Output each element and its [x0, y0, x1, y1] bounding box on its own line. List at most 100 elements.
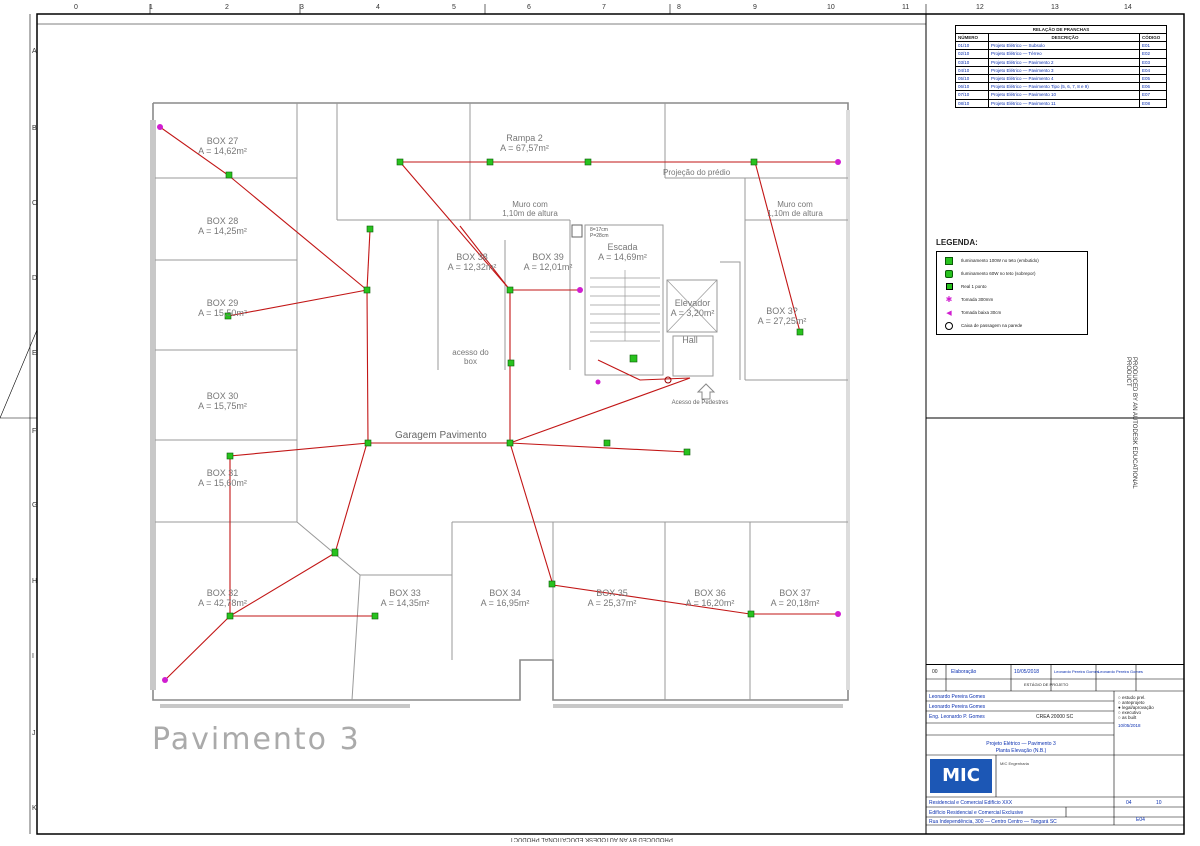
stage-option: ● legal/aprovação	[1118, 705, 1154, 710]
tb-company: MIC Engenharia	[1000, 761, 1029, 766]
wall-note-right: Muro com 1,10m de altura	[767, 200, 823, 218]
ruler-row-b: B	[32, 125, 37, 132]
ruler-col-9: 9	[753, 4, 757, 11]
company-logo: MIC	[930, 759, 992, 793]
legend-box: Iluminamento 100W no teto (embutido) Ilu…	[936, 251, 1088, 335]
educational-stamp-bottom: PRODUCED BY AN AUTODESK EDUCATIONAL PROD…	[510, 836, 673, 842]
ruler-col-6: 6	[527, 4, 531, 11]
ruler-col-3: 3	[300, 4, 304, 11]
tb-code: E04	[1136, 817, 1145, 823]
tb-client: Residencial e Comercial Edifício XXX	[929, 800, 1013, 806]
stair-riser-note: 8=17cm	[590, 227, 608, 233]
legend-item: ✱Tomada 300mm	[945, 295, 994, 304]
tb-sheet-num: 04	[1126, 800, 1132, 806]
legend-title: LEGENDA:	[936, 238, 978, 247]
tb-checked: Leonardo Pereira Gomes	[1098, 669, 1143, 674]
ruler-row-k: K	[32, 805, 37, 812]
junction-box-icon	[945, 321, 953, 330]
room-box-3x: BOX 3?A = 27,25m²	[757, 306, 807, 326]
title-block: 00 Elaboração 10/05/2018 Leonardo Pereir…	[926, 664, 1184, 835]
ruler-col-11: 11	[902, 4, 910, 11]
ruler-row-i: I	[32, 653, 34, 660]
legend-item: ◀Tomada baixa 30cm	[946, 309, 1002, 317]
ruler-row-a: A	[32, 48, 37, 55]
legend-item: Real 1 ponto	[937, 280, 1087, 293]
ruler-row-c: C	[32, 200, 38, 207]
projection-label: Projeção do prédio	[663, 168, 731, 177]
tb-stage-options: ○ estudo prel. ○ anteprojeto ● legal/apr…	[1118, 695, 1154, 728]
ruler-col-12: 12	[976, 4, 984, 11]
outlet-low-icon: ◀	[946, 309, 952, 317]
stage-option: ○ as built	[1118, 715, 1137, 720]
ruler-row-h: H	[32, 578, 38, 585]
switch-icon	[945, 283, 953, 290]
legend-item: Iluminamento 100W no teto (embutido)	[937, 254, 1087, 267]
pedestrian-access-label: Acesso de Pedestres	[671, 400, 729, 406]
tb-sheet-total: 10	[1156, 800, 1162, 806]
legend-item: Caixa de passagem na parede	[937, 319, 1087, 332]
garage-label: Garagem Pavimento	[395, 430, 487, 441]
tb-project: Leonardo Pereira Gomes	[929, 694, 986, 700]
access-box-label: acesso do box	[452, 348, 489, 366]
ruler-row-f: F	[32, 428, 37, 435]
ruler-col-1: 1	[149, 4, 153, 11]
floor-title: Pavimento 3	[152, 722, 361, 757]
tb-address: Rua Independência, 300 — Centro Centro —…	[929, 819, 1057, 825]
educational-stamp-right: PRODUCED BY AN AUTODESK EDUCATIONAL PROD…	[1125, 357, 1137, 489]
tb-date: 10/05/2018	[1014, 669, 1040, 675]
title-block-grid	[926, 665, 1184, 826]
stage-option: ○ estudo prel.	[1118, 695, 1146, 700]
stage-option: ○ executivo	[1118, 710, 1141, 715]
ruler-col-5: 5	[452, 4, 456, 11]
tb-ref-date: 10/05/2018	[1118, 723, 1141, 728]
tb-sheet-sub: Planta Elevação (N.B.)	[995, 748, 1047, 754]
ruler-col-10: 10	[827, 4, 835, 11]
ruler-row-d: D	[32, 275, 38, 282]
ruler-col-2: 2	[225, 4, 229, 11]
tb-sheet-title: Projeto Elétrico — Pavimento 3	[986, 741, 1056, 747]
tb-crea: CREA 20000 SC	[1036, 714, 1074, 720]
ruler-row-j: J	[32, 730, 36, 737]
ruler-col-8: 8	[677, 4, 681, 11]
wall-note-left: Muro com 1,10m de altura	[502, 200, 558, 218]
legend: LEGENDA: Iluminamento 100W no teto (embu…	[936, 238, 1164, 335]
room-hall: Hall	[682, 335, 698, 345]
stair-tread-note: P=28cm	[590, 233, 609, 239]
stage-option: ○ anteprojeto	[1118, 700, 1145, 705]
ruler-col-7: 7	[602, 4, 606, 11]
tb-rev-desc: Elaboração	[951, 669, 977, 675]
ruler-col-14: 14	[1124, 4, 1132, 11]
legend-item: Iluminamento 60W no teto (sobrepor)	[937, 267, 1087, 280]
fixture-60w-icon	[945, 269, 953, 278]
tb-drawn: Leonardo Pereira Gomes	[1054, 669, 1099, 674]
ruler-col-0: 0	[74, 4, 78, 11]
ruler-col-4: 4	[376, 4, 380, 11]
tb-building: Edifício Residencial e Comercial Exclusi…	[929, 810, 1024, 816]
tb-engineer: Eng. Leonardo P. Gomes	[929, 714, 985, 720]
ruler-row-g: G	[32, 502, 38, 509]
